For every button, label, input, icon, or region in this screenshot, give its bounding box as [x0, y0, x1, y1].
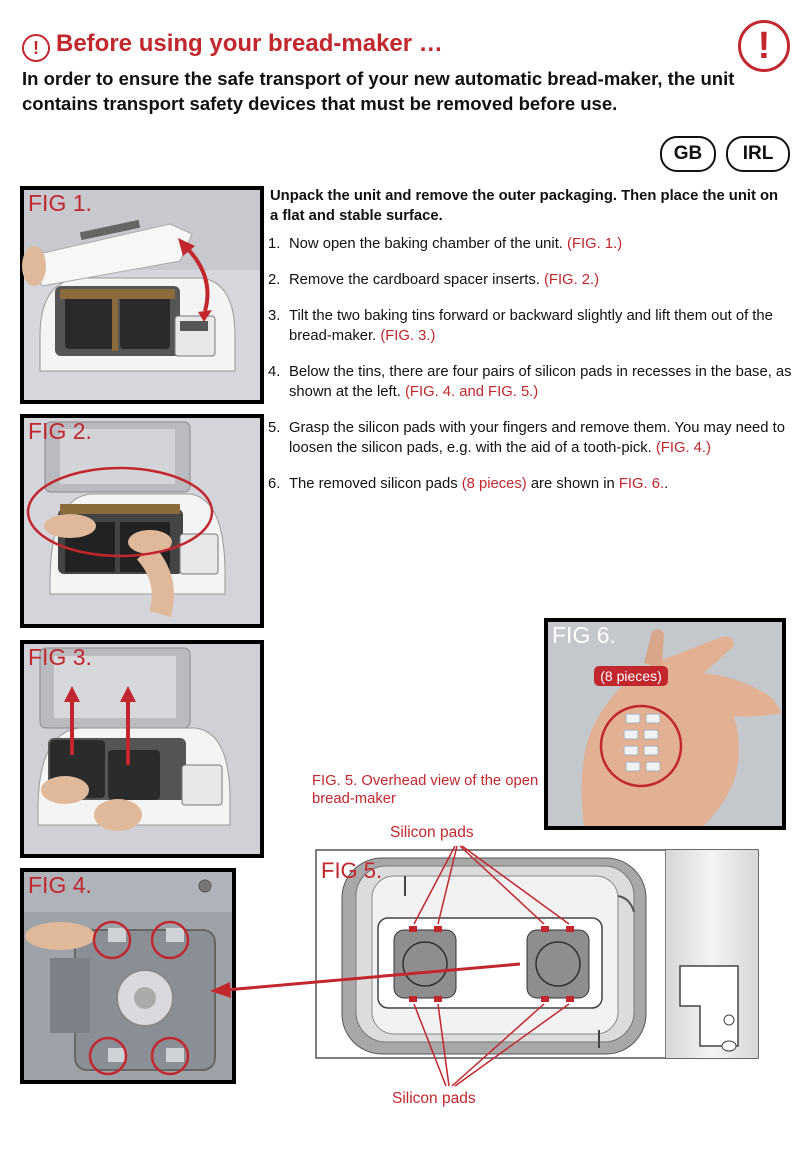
country-badge-irl: IRL — [726, 136, 790, 172]
page-title-text: Before using your bread-maker … — [56, 30, 443, 57]
silicon-pads-label-top: Silicon pads — [390, 824, 474, 841]
fig1-photo: FIG 1. — [20, 186, 264, 404]
fig4-illustration — [24, 872, 232, 1080]
fig3-illustration — [24, 644, 260, 854]
step-item: 4.Below the tins, there are four pairs o… — [268, 364, 792, 400]
fig2-photo: FIG 2. — [20, 414, 264, 628]
exclamation-circle-icon: ! — [22, 34, 50, 62]
fig4-label: FIG 4. — [28, 872, 92, 898]
fig5-label: FIG 5. — [321, 858, 383, 883]
step-item: 2.Remove the cardboard spacer inserts. (… — [268, 272, 600, 288]
fig3-photo: FIG 3. — [20, 640, 264, 858]
fig1-illustration — [22, 190, 260, 400]
fig2-illustration — [24, 418, 260, 624]
fig2-label: FIG 2. — [28, 418, 92, 444]
fig6-label: FIG 6. — [552, 622, 616, 648]
fig6-photo: FIG 6. (8 pieces) — [544, 618, 786, 830]
fig1-label: FIG 1. — [28, 190, 92, 216]
fig4-photo: FIG 4. — [20, 868, 236, 1084]
instruction-steps: 1.Now open the baking chamber of the uni… — [268, 234, 793, 510]
page-title: !Before using your bread-maker … — [22, 30, 443, 62]
fig6-count-badge: (8 pieces) — [600, 668, 662, 684]
warning-icon: ! — [738, 20, 790, 72]
step-item: 6.The removed silicon pads (8 pieces) ar… — [268, 476, 669, 492]
step-item: 3.Tilt the two baking tins forward or ba… — [268, 308, 773, 344]
step-item: 1.Now open the baking chamber of the uni… — [268, 236, 623, 252]
instructions-intro: Unpack the unit and remove the outer pac… — [270, 188, 779, 224]
country-badge-gb: GB — [660, 136, 716, 172]
page-subtitle: In order to ensure the safe transport of… — [22, 68, 735, 114]
fig5-caption: FIG. 5. Overhead view of the open bread-… — [312, 773, 539, 807]
step-item: 5.Grasp the silicon pads with your finge… — [268, 420, 785, 456]
silicon-pads-label-bottom: Silicon pads — [392, 1090, 476, 1107]
fig6-illustration — [548, 622, 782, 826]
fig3-label: FIG 3. — [28, 644, 92, 670]
